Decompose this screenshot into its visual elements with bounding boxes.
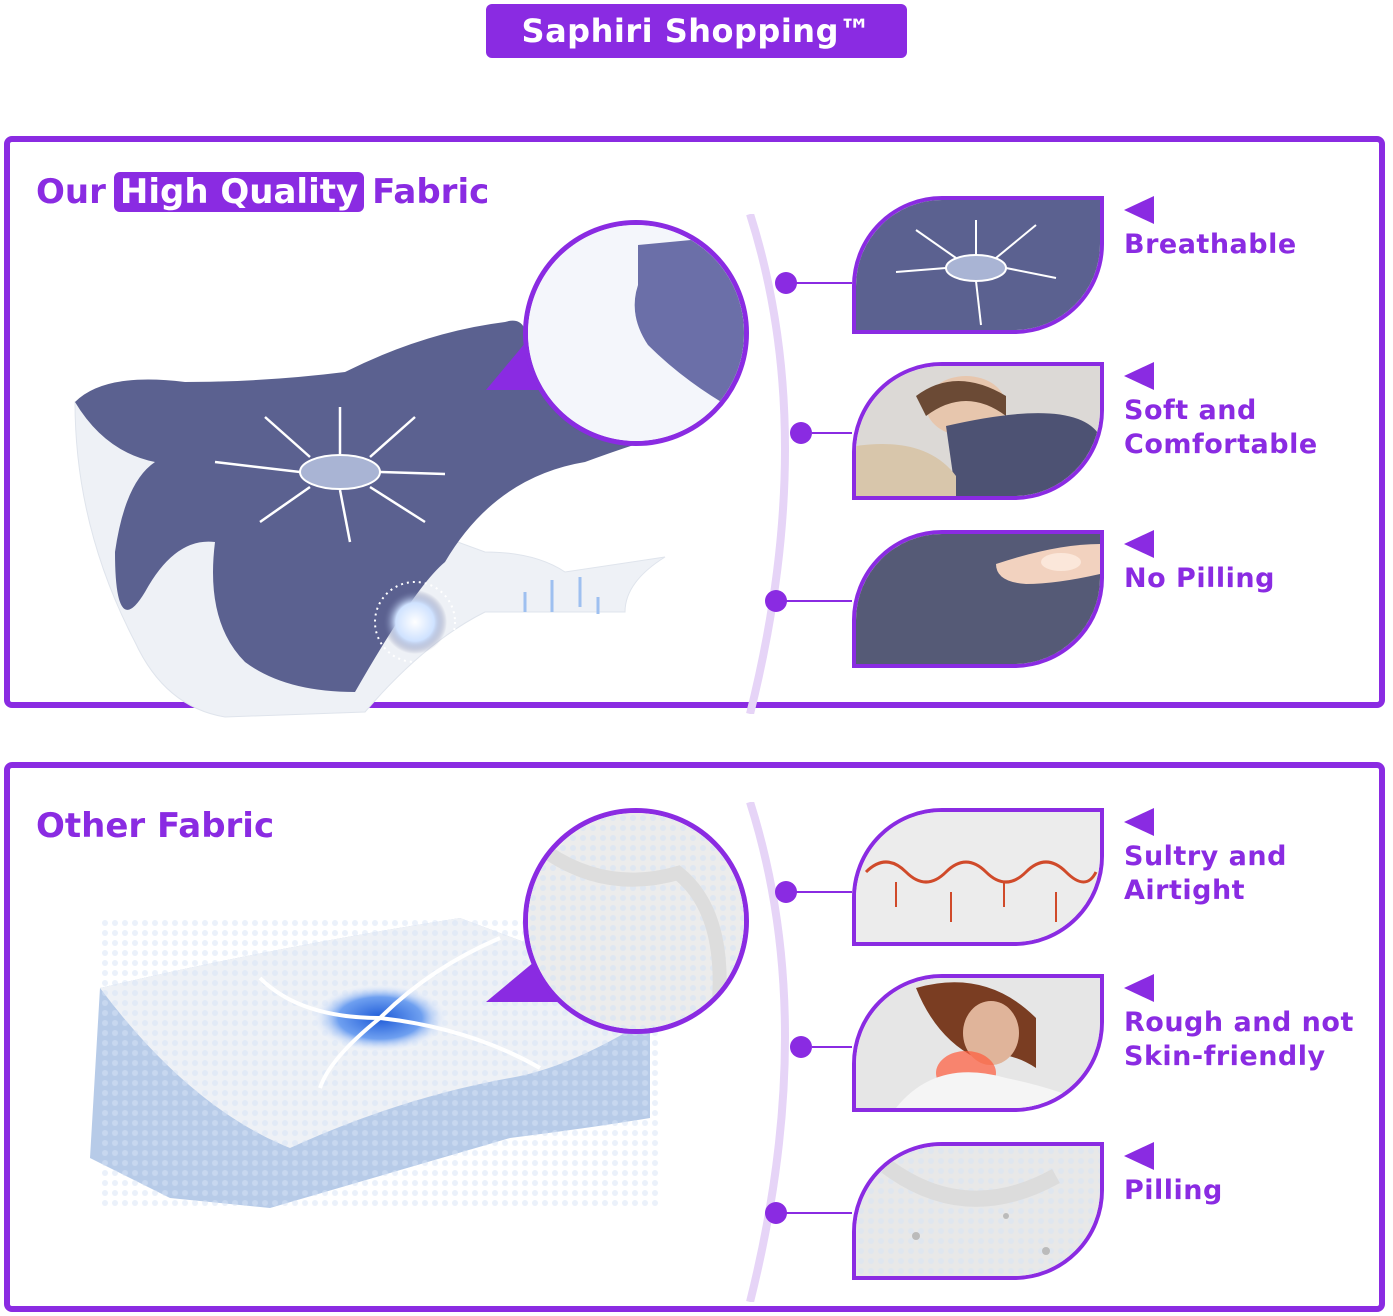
title-suffix: Fabric: [372, 172, 490, 212]
pointer-triangle-icon: [1124, 808, 1154, 836]
feature-label: Sultry and Airtight: [1124, 841, 1287, 906]
pointer-triangle-icon: [1124, 362, 1154, 390]
feature-connector: [786, 600, 852, 602]
feature-dot: [765, 590, 787, 612]
title-prefix: Our: [36, 172, 106, 212]
feature-connector: [786, 1212, 852, 1214]
fabric-closeup-white: [523, 808, 749, 1034]
feature-label: Pilling: [1124, 1175, 1223, 1206]
high-quality-fabric-panel: Our High Quality Fabric: [4, 136, 1385, 718]
feature-dot: [775, 272, 797, 294]
feature-connector: [796, 282, 852, 284]
pointer-triangle-icon: [1124, 530, 1154, 558]
thumb-rough: [852, 974, 1104, 1112]
panel-title: Our High Quality Fabric: [36, 172, 489, 212]
connector-curve: [746, 802, 789, 1302]
feature-no-pilling: No Pilling: [1124, 530, 1275, 596]
feature-connector: [796, 891, 852, 893]
fabric-closeup-navy: [523, 220, 749, 446]
connector-curve: [746, 214, 789, 714]
pointer-triangle-icon: [1124, 196, 1154, 224]
panel-title: Other Fabric: [36, 806, 275, 846]
other-fabric-panel: Other Fabric: [4, 762, 1385, 1312]
feature-connector: [812, 432, 852, 434]
feature-breathable: Breathable: [1124, 196, 1297, 262]
feature-label: Breathable: [1124, 229, 1297, 260]
thumb-soft: [852, 362, 1104, 500]
feature-pilling: Pilling: [1124, 1142, 1223, 1208]
brand-title: Saphiri Shopping™: [486, 4, 907, 58]
feature-dot: [790, 422, 812, 444]
feature-rough: Rough and not Skin-friendly: [1124, 974, 1354, 1074]
feature-dot: [790, 1036, 812, 1058]
navy-pillow-image: [74, 320, 675, 718]
feature-sultry-airtight: Sultry and Airtight: [1124, 808, 1287, 908]
feature-dot: [765, 1202, 787, 1224]
thumb-pilling: [852, 1142, 1104, 1280]
pointer-triangle-icon: [1124, 974, 1154, 1002]
feature-label: Soft and Comfortable: [1124, 395, 1318, 460]
thumb-sultry: [852, 808, 1104, 946]
thumb-breathable: [852, 196, 1104, 334]
title-highlight: High Quality: [113, 172, 365, 212]
pointer-triangle-icon: [1124, 1142, 1154, 1170]
feature-soft-comfortable: Soft and Comfortable: [1124, 362, 1318, 462]
feature-label: No Pilling: [1124, 563, 1275, 594]
thumb-no-pilling: [852, 530, 1104, 668]
feature-label: Rough and not Skin-friendly: [1124, 1007, 1354, 1072]
feature-dot: [775, 881, 797, 903]
feature-connector: [812, 1046, 852, 1048]
